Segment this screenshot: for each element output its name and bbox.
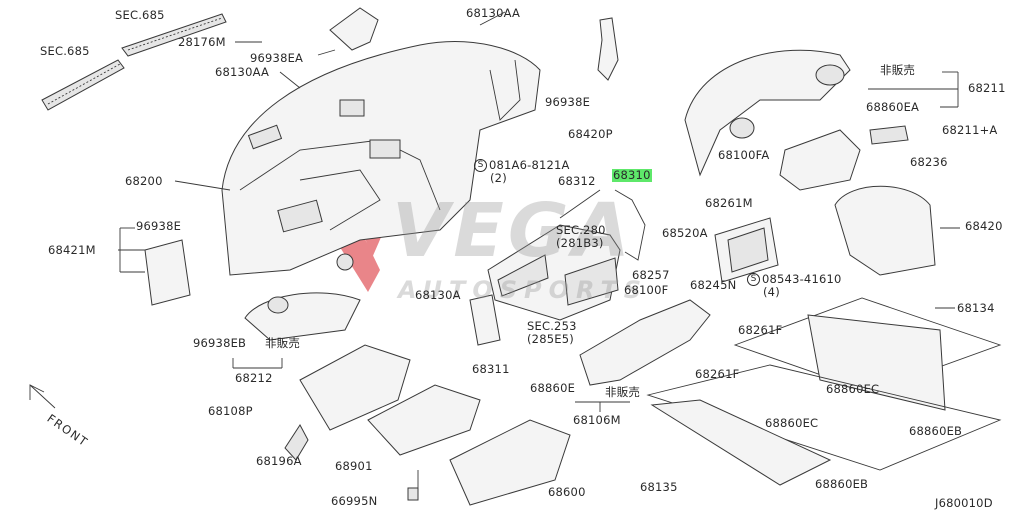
label-sec280[interactable]: SEC.280: [556, 223, 606, 237]
part-68211a: [869, 125, 909, 145]
part-68212-panel: [244, 292, 361, 341]
front-arrow: [29, 384, 56, 409]
sec685-left-vent: [41, 59, 125, 111]
label-qty-4[interactable]: (4): [763, 285, 780, 299]
part-68311: [469, 294, 501, 346]
label-68211a[interactable]: 68211+A: [942, 123, 998, 137]
label-68134[interactable]: 68134: [957, 301, 995, 315]
label-08543-41610[interactable]: 08543-41610: [762, 272, 842, 286]
part-68108p: [299, 344, 411, 431]
part-center-stack: [487, 224, 621, 321]
label-screw-symbol-1: S: [474, 159, 487, 172]
part-68421m-panel: [144, 239, 191, 306]
label-68860e[interactable]: 68860E: [530, 381, 576, 395]
label-hihanbai-top[interactable]: 非販売: [880, 63, 916, 77]
label-68860ea[interactable]: 68860EA: [866, 100, 920, 114]
label-68261f-low[interactable]: 68261F: [695, 367, 740, 381]
label-sec280-sub[interactable]: (281B3): [556, 236, 604, 250]
label-68520a[interactable]: 68520A: [662, 226, 708, 240]
part-68134-box: [733, 297, 1002, 411]
label-sec685-top[interactable]: SEC.685: [115, 8, 165, 22]
label-68860eb-low[interactable]: 68860EB: [815, 477, 869, 491]
label-68600[interactable]: 68600: [548, 485, 586, 499]
part-68420-column-cover: [834, 185, 936, 276]
diagram-code: J680010D: [935, 496, 993, 510]
label-68310-highlighted[interactable]: 68310: [612, 168, 652, 182]
part-66995n: [407, 487, 419, 501]
label-96938e-top[interactable]: 96938E: [545, 95, 591, 109]
part-68200-dashboard: [221, 41, 541, 276]
label-081a6-8121a[interactable]: 081A6-8121A: [489, 158, 570, 172]
label-68236[interactable]: 68236: [910, 155, 948, 169]
label-screw-symbol-2: S: [747, 273, 760, 286]
label-68130aa-left[interactable]: 68130AA: [215, 65, 270, 79]
sec685-top-vent: [121, 13, 227, 57]
label-68130a[interactable]: 68130A: [415, 288, 461, 302]
label-68420p[interactable]: 68420P: [568, 127, 613, 141]
part-68600-glovebox: [449, 419, 571, 506]
label-96938eb[interactable]: 96938EB: [193, 336, 247, 350]
label-68200[interactable]: 68200: [125, 174, 163, 188]
label-68130aa-top[interactable]: 68130AA: [466, 6, 521, 20]
label-68420[interactable]: 68420: [965, 219, 1003, 233]
label-qty-2[interactable]: (2): [490, 171, 507, 185]
part-68135-box: [646, 364, 1002, 486]
label-96938e-left[interactable]: 96938E: [136, 219, 182, 233]
label-68211[interactable]: 68211: [968, 81, 1006, 95]
label-hihanbai-mid[interactable]: 非販売: [605, 385, 641, 399]
label-66995n[interactable]: 66995N: [331, 494, 378, 508]
label-68901[interactable]: 68901: [335, 459, 373, 473]
part-68312: [559, 189, 601, 219]
label-sec253-sub[interactable]: (285E5): [527, 332, 574, 346]
part-68420p: [597, 17, 619, 81]
watermark-text: VEGA: [392, 188, 634, 274]
label-68108p[interactable]: 68108P: [208, 404, 253, 418]
label-68196a[interactable]: 68196A: [256, 454, 302, 468]
label-sec253[interactable]: SEC.253: [527, 319, 577, 333]
label-28176m[interactable]: 28176M: [178, 35, 226, 49]
part-68261m: [714, 217, 779, 283]
label-96938ea[interactable]: 96938EA: [250, 51, 304, 65]
part-68236: [779, 129, 861, 191]
label-68261m[interactable]: 68261M: [705, 196, 753, 210]
label-68421m[interactable]: 68421M: [48, 243, 96, 257]
label-68312[interactable]: 68312: [558, 174, 596, 188]
label-68106m[interactable]: 68106M: [573, 413, 621, 427]
label-68860ec-right[interactable]: 68860EC: [826, 382, 880, 396]
label-68311[interactable]: 68311: [472, 362, 510, 376]
part-68196a: [284, 424, 309, 461]
label-68245n[interactable]: 68245N: [690, 278, 737, 292]
label-68860eb-right[interactable]: 68860EB: [909, 424, 963, 438]
label-hihanbai-left[interactable]: 非販売: [265, 336, 301, 350]
part-28176m: [329, 7, 379, 51]
part-68901: [367, 384, 481, 456]
part-68106m-console: [579, 299, 711, 386]
watermark-subtext: AUTOSPORTS: [398, 276, 649, 304]
part-68310: [614, 189, 646, 261]
label-68100fa[interactable]: 68100FA: [718, 148, 770, 162]
label-68860ec-low[interactable]: 68860EC: [765, 416, 819, 430]
label-sec685-left[interactable]: SEC.685: [40, 44, 90, 58]
label-68135[interactable]: 68135: [640, 480, 678, 494]
label-68100f[interactable]: 68100F: [624, 283, 669, 297]
label-68261f-right[interactable]: 68261F: [738, 323, 783, 337]
label-68257[interactable]: 68257: [632, 268, 670, 282]
part-68211-hood: [684, 49, 851, 177]
label-68212[interactable]: 68212: [235, 371, 273, 385]
leader-lines: [118, 11, 960, 488]
